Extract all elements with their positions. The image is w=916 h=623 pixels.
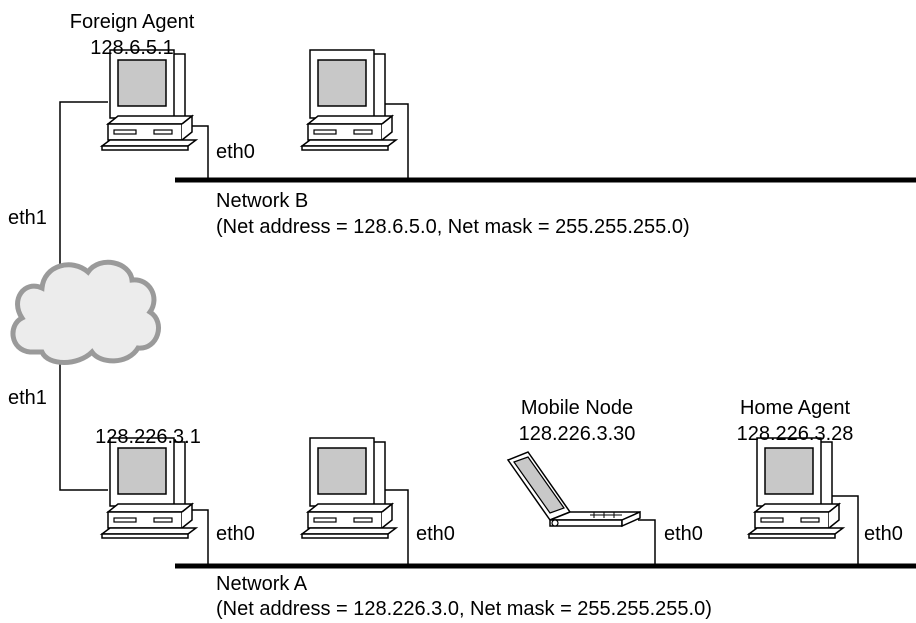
home-agent-link [830,495,859,566]
foreign-agent-address: 128.6.5.1 [90,37,174,59]
neta-host-eth0-label: eth0 [416,523,455,545]
network-b-name: Network B [216,190,309,212]
foreign-agent-title: Foreign Agent [69,11,195,33]
mobile-node-eth0-label: eth0 [664,523,703,545]
home-agent-address: 128.226.3.28 [736,423,854,445]
fa-eth1-link [59,101,108,270]
home-agent-title: Home Agent [739,397,851,419]
netb-host-link [380,103,409,180]
mobile-node-title-text: Mobile Node [520,397,634,419]
internet-cloud-icon [10,259,161,365]
foreign-agent-eth1-label: eth1 [8,207,47,229]
home-agent-eth0-label: eth0 [864,523,903,545]
router-a-eth1-label: eth1 [8,387,47,409]
foreign-agent-computer-icon [101,49,197,151]
neta-host-link [380,489,409,566]
network-a-details: (Net address = 128.226.3.0, Net mask = 2… [216,598,712,620]
router-a-address: 128.226.3.1 [95,426,201,448]
mobile-node-address: 128.226.3.30 [518,423,636,445]
network-b-details: (Net address = 128.6.5.0, Net mask = 255… [216,216,690,238]
network-a-name: Network A [216,573,308,595]
mobile-node-link [638,519,656,566]
network-b-host-computer-icon [301,49,397,151]
router-a-eth0-label: eth0 [216,523,255,545]
router-a-computer-icon [101,437,197,539]
foreign-agent-eth0-label: eth0 [216,141,255,163]
home-agent-computer-icon [748,437,844,539]
mobile-node-laptop-icon [506,451,641,528]
ra-eth1-link [59,352,108,491]
network-a-host-computer-icon [301,437,397,539]
